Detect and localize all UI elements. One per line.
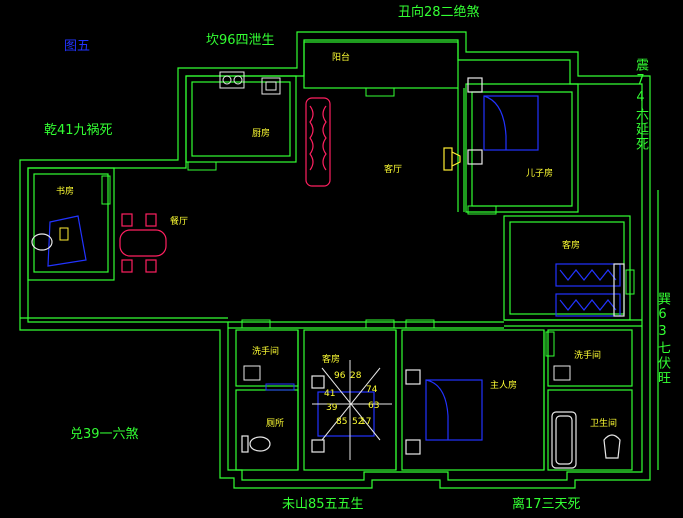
wash-right-wall	[547, 329, 633, 387]
direction-bottom-right: 离17三天死	[512, 497, 581, 512]
direction-right-upper: 震74六延死	[633, 58, 648, 152]
study-wall	[27, 167, 115, 281]
kitchen-wall	[185, 75, 297, 163]
room-living: 客厅	[384, 165, 403, 175]
room-bath-right: 卫生间	[590, 419, 618, 429]
room-kitchen: 厨房	[252, 129, 271, 139]
room-toilet-left: 厕所	[266, 419, 285, 429]
window-wash-left	[241, 319, 271, 329]
kitchen-sink	[261, 77, 281, 95]
sofa	[305, 97, 331, 187]
room-child: 儿子房	[526, 169, 554, 179]
window-guest-center	[365, 319, 395, 329]
star-52: 52	[352, 417, 364, 427]
room-study: 书房	[56, 187, 75, 197]
window-balcony	[365, 87, 395, 97]
window-kitchen	[187, 161, 217, 171]
child-room-inner	[471, 91, 573, 207]
star-85: 85	[336, 417, 348, 427]
inner-wall	[27, 39, 643, 481]
wash-left-wall	[235, 329, 299, 387]
toilet-left	[241, 435, 271, 453]
star-63: 63	[368, 401, 380, 411]
room-balcony: 阳台	[332, 53, 351, 63]
outer-wall	[19, 31, 651, 489]
star-41: 41	[324, 389, 336, 399]
guest-right-beds	[555, 263, 625, 317]
direction-upper-left: 坎96四泄生	[206, 33, 275, 48]
window-guest-right	[625, 269, 635, 295]
room-dining: 餐厅	[170, 217, 189, 227]
direction-bottom-left: 未山85五五生	[282, 497, 364, 512]
direction-top: 丑向28二绝煞	[398, 5, 480, 20]
star-39: 39	[326, 403, 338, 413]
window-study	[101, 175, 111, 205]
direction-right-lower: 巽63七伏旺	[655, 292, 670, 386]
room-guest-right: 客房	[562, 241, 581, 251]
study-inner	[33, 173, 109, 273]
star-28: 28	[350, 371, 362, 381]
star-74: 74	[366, 385, 378, 395]
room-wash-left: 洗手间	[252, 347, 280, 357]
dining-set	[119, 213, 167, 273]
wash-left-sink	[243, 365, 295, 391]
star-17: 17	[360, 417, 372, 427]
balcony-wall	[303, 41, 459, 89]
study-desk	[31, 215, 87, 267]
direction-lower-left: 兑39一六煞	[70, 427, 139, 442]
nine-palace-grid	[312, 360, 392, 460]
room-master: 主人房	[490, 381, 518, 391]
star-96: 96	[334, 371, 346, 381]
bathtub	[551, 411, 621, 469]
master-bed	[405, 369, 483, 455]
master-wall	[401, 329, 545, 471]
tv	[443, 147, 461, 171]
window-child	[467, 205, 497, 215]
direction-left: 乾41九祸死	[44, 123, 113, 138]
window-wash-right	[545, 331, 555, 357]
wash-right-sink	[553, 365, 571, 381]
guest-center-bed	[311, 375, 375, 453]
kitchen-inner	[191, 81, 291, 157]
child-room-wall	[465, 83, 579, 213]
room-guest-center: 客房	[322, 355, 341, 365]
child-bed	[467, 77, 539, 165]
bath-right-wall	[547, 389, 633, 471]
room-wash-right: 洗手间	[574, 351, 602, 361]
stove	[219, 71, 245, 89]
figure-label: 图五	[64, 39, 91, 54]
window-master	[405, 319, 435, 329]
guest-right-inner	[509, 221, 625, 315]
toilet-left-wall	[235, 389, 299, 471]
